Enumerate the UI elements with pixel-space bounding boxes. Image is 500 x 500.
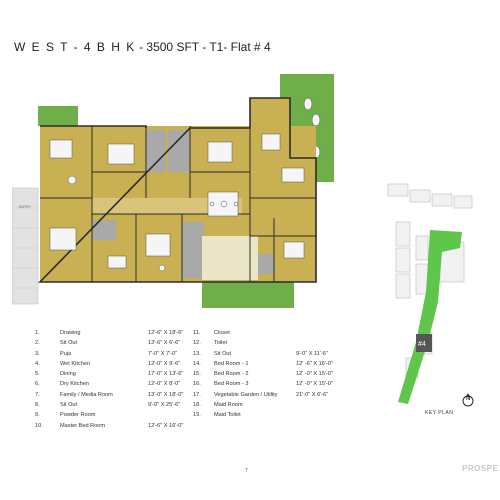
key-plan: #4 (387, 183, 473, 404)
title-main: W E S T - 4 B H K (14, 40, 136, 54)
legend-row: 11.Closet (193, 330, 230, 336)
entry-label: ENTRY (19, 205, 31, 209)
powder-room (92, 220, 116, 240)
key-plan-unit-highlight (416, 334, 432, 352)
legend-row: 19.Maid Toilet (193, 412, 241, 419)
north-arrow-icon (462, 393, 474, 407)
legend-row: 18.Maid Room (193, 402, 243, 409)
garden-bottom (202, 282, 294, 308)
legend-row: 12.Toilet (193, 340, 228, 347)
entry-walkway (12, 187, 39, 305)
legend-row: 9.Powder Room (35, 412, 96, 419)
key-plan-label: KEY PLAN (425, 410, 454, 416)
north-label: N (466, 396, 471, 402)
maid-toilet (258, 254, 274, 274)
kitchen-area (202, 236, 258, 280)
toilet-2 (168, 130, 190, 172)
page-title: W E S T - 4 B H K - 3500 SFT - T1- Flat … (14, 40, 271, 54)
toilet-1 (146, 130, 166, 172)
corridor (92, 198, 242, 214)
toilet-3 (182, 222, 204, 278)
key-plan-green-area (398, 230, 462, 404)
garden-top-left (38, 106, 78, 126)
brand-watermark: PROSPE (462, 464, 499, 473)
title-detail: - 3500 SFT - T1- Flat # 4 (135, 40, 271, 54)
key-plan-unit-tag: #4 (418, 341, 426, 348)
floor-plan: ENTRY (12, 74, 334, 308)
page-number: 7 (245, 468, 248, 474)
